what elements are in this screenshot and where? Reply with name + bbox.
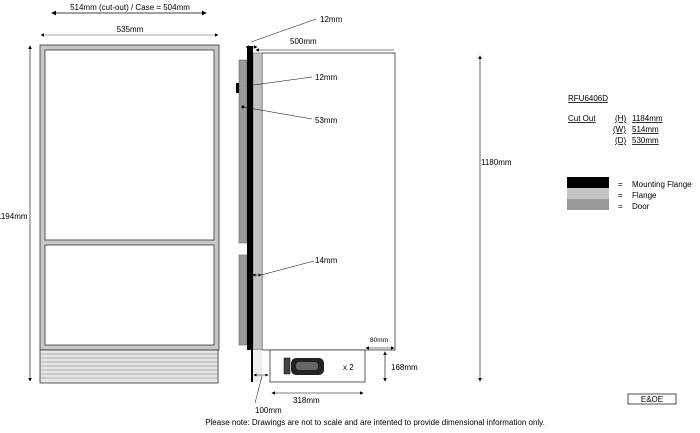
side-view: x 2 12mm 500mm 12mm 53mm 14mm 80mm 168mm… (236, 15, 512, 415)
front-height-label: 1194mm (0, 212, 28, 221)
side-height-label: 1180mm (481, 158, 512, 167)
plinth-grille (39, 349, 219, 384)
front-gap-label: 100mm (255, 406, 282, 415)
legend-swatch-flange (567, 188, 609, 199)
upper-door-window (44, 49, 215, 241)
legend-label-mounting-flange: Mounting Flange (632, 180, 692, 189)
cutout-width: 514mm (632, 125, 659, 134)
legend-equals: = (618, 202, 623, 211)
cutout-height: 1184mm (632, 114, 663, 123)
cutout-depth: 530mm (632, 136, 659, 145)
legend: = = = Mounting Flange Flange Door (567, 177, 692, 211)
flange-top-label: 12mm (320, 15, 343, 24)
legend-label-flange: Flange (632, 191, 657, 200)
legend-swatch-mounting-flange (567, 177, 609, 188)
legend-equals: = (618, 180, 623, 189)
legend-swatch-door (567, 199, 609, 210)
compressor-height-label: 168mm (391, 363, 418, 372)
compressor-count: x 2 (343, 363, 354, 372)
width-key: (W) (613, 125, 626, 134)
depth-label: 500mm (290, 37, 317, 46)
eoe-label: E&OE (641, 395, 663, 404)
cabinet-body (261, 52, 396, 351)
mounting-flange (247, 46, 253, 350)
height-key: (H) (615, 114, 626, 123)
upper-door (238, 59, 248, 244)
depth-key: (D) (615, 136, 626, 145)
flange-gap-label: 14mm (315, 256, 338, 265)
eoe-box (627, 393, 677, 405)
cutout-width-label: 514mm (cut-out) / Case = 504mm (70, 3, 190, 12)
cutout-spec: RFU6406D Cut Out (H) 1184mm (W) 514mm (D… (568, 94, 663, 145)
legend-equals: = (618, 191, 623, 200)
flange-thickness-label: 12mm (315, 73, 338, 82)
model-number: RFU6406D (568, 94, 608, 103)
lower-door-window (44, 244, 215, 346)
disclaimer-note: Please note: Drawings are not to scale a… (205, 418, 545, 427)
rear-gap-label: 80mm (370, 337, 388, 344)
compressor-width-label: 318mm (293, 396, 320, 405)
legend-label-door: Door (632, 202, 650, 211)
compressor-icon (283, 357, 324, 375)
flange (252, 52, 263, 351)
cutout-label: Cut Out (568, 114, 596, 123)
lower-door (238, 254, 248, 346)
front-view: 514mm (cut-out) / Case = 504mm 535mm 119… (0, 3, 220, 384)
door-handle (236, 83, 239, 93)
front-width-label: 535mm (117, 25, 144, 34)
door-thickness-label: 53mm (315, 116, 338, 125)
